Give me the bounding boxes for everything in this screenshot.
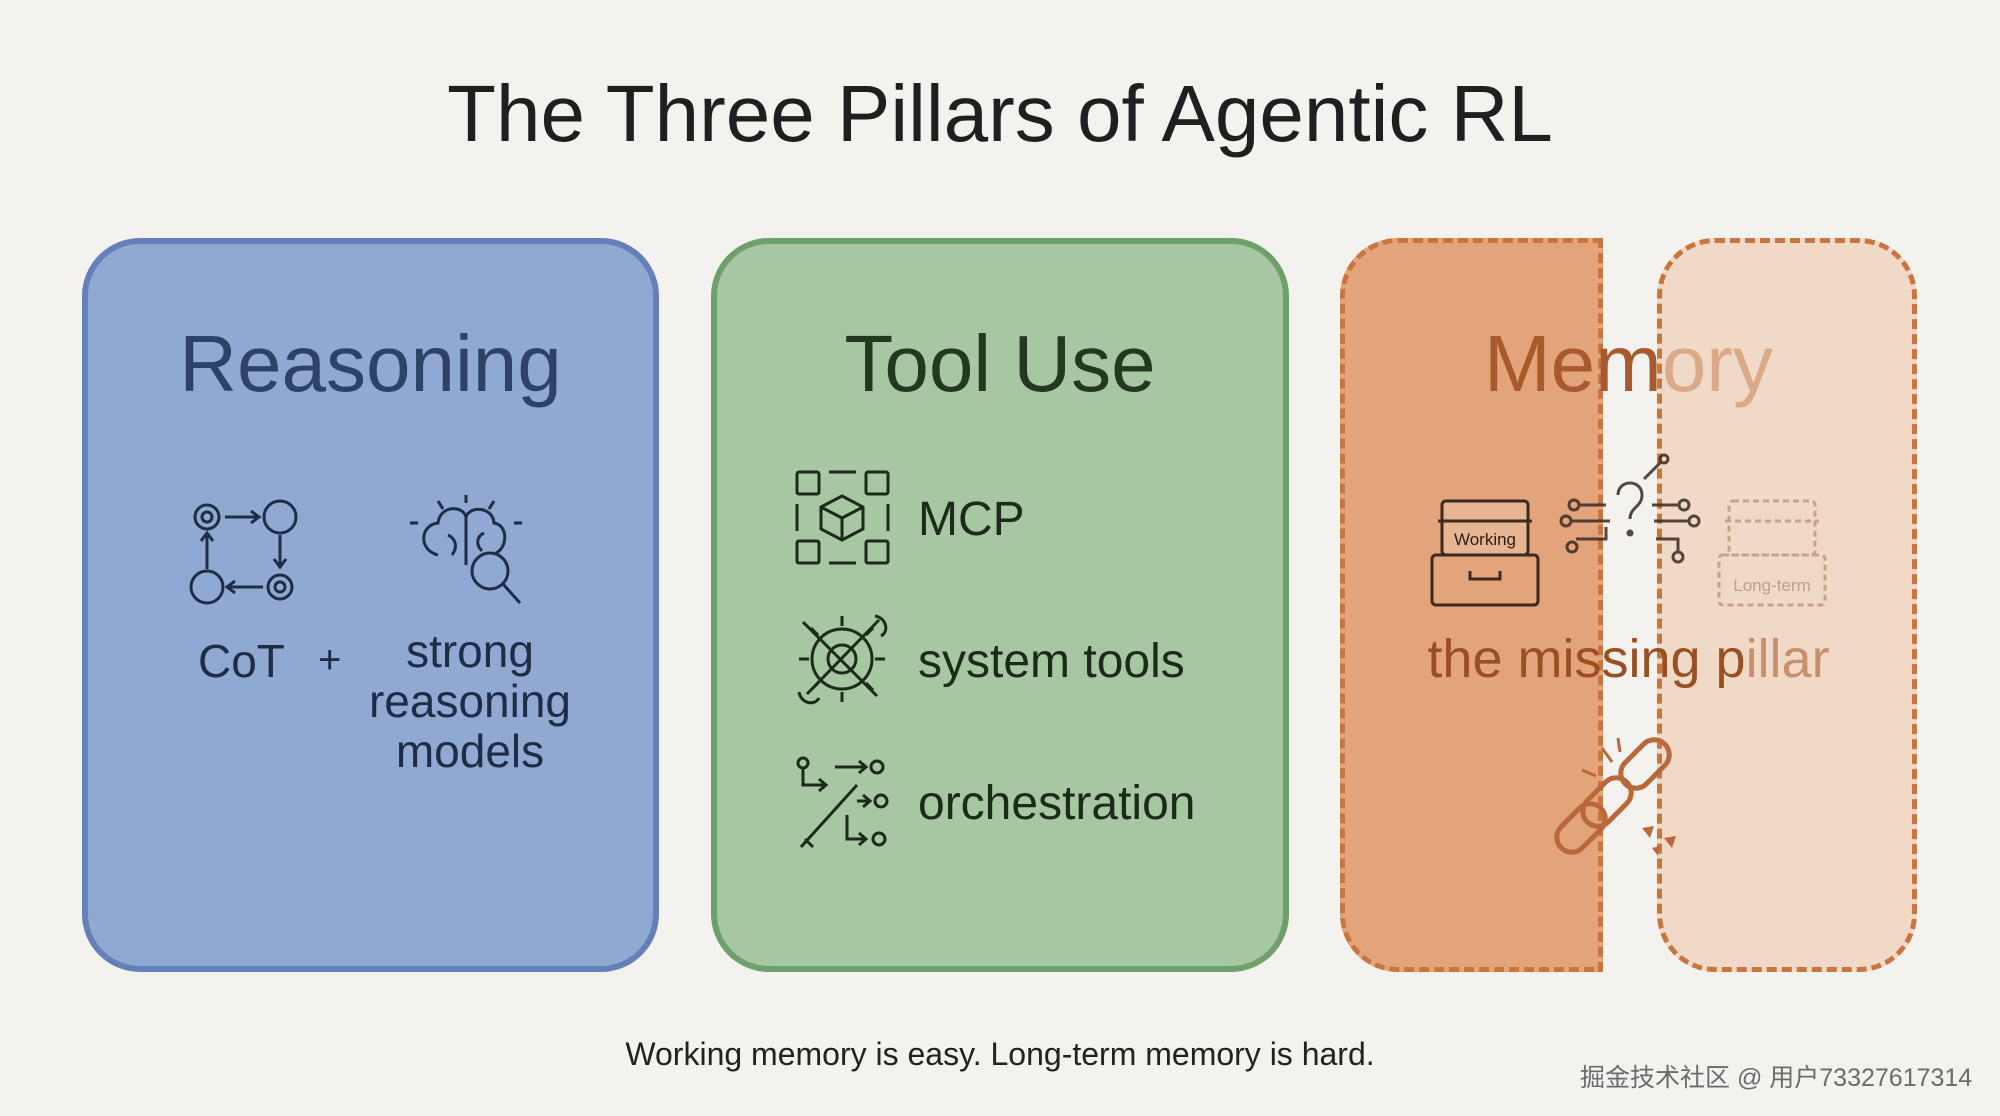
memory-title-part-a: Mem xyxy=(1484,319,1662,408)
watermark: 掘金技术社区 @ 用户73327617314 xyxy=(1580,1064,1973,1092)
brain-search-icon xyxy=(410,495,522,605)
page-title: The Three Pillars of Agentic RL xyxy=(447,69,1553,158)
cot-cycle-icon xyxy=(189,499,298,605)
gear-wrench-icon xyxy=(797,614,888,705)
working-label: Working xyxy=(1454,530,1516,549)
strong-line-3: models xyxy=(395,725,545,777)
memory-title-part-b: ory xyxy=(1661,319,1773,408)
reasoning-title: Reasoning xyxy=(179,319,562,408)
strong-reasoning-models-label: strong reasoning models xyxy=(360,626,580,776)
strong-line-2: reasoning xyxy=(368,675,572,727)
reasoning-card xyxy=(82,238,659,972)
longterm-drawer-icon: Long-term xyxy=(1717,499,1827,607)
tool-use-card xyxy=(711,238,1289,972)
mcp-cube-icon xyxy=(795,470,890,565)
memory-title: Memory xyxy=(1340,318,1917,410)
working-drawer-icon: Working xyxy=(1430,499,1540,607)
plus-label: + xyxy=(318,638,342,682)
missing-label-part-a: the missing p xyxy=(1427,629,1746,689)
cot-label: CoT xyxy=(198,635,285,687)
missing-label-part-b: illar xyxy=(1745,629,1830,689)
memory-card-longterm-half xyxy=(1657,238,1917,972)
missing-pillar-label: the missing pillar xyxy=(1340,628,1917,690)
broken-chain-icon xyxy=(1554,737,1676,856)
question-network-icon xyxy=(1559,453,1701,564)
system-tools-label: system tools xyxy=(918,635,1185,688)
longterm-label: Long-term xyxy=(1733,576,1810,595)
mcp-label: MCP xyxy=(918,493,1025,546)
tool-use-title: Tool Use xyxy=(844,319,1156,408)
strong-line-1: strong xyxy=(406,625,534,677)
memory-card-break-edge xyxy=(1598,238,1603,972)
wand-branches-icon xyxy=(796,756,889,849)
footer-note: Working memory is easy. Long-term memory… xyxy=(625,1036,1375,1072)
orchestration-label: orchestration xyxy=(918,777,1196,830)
